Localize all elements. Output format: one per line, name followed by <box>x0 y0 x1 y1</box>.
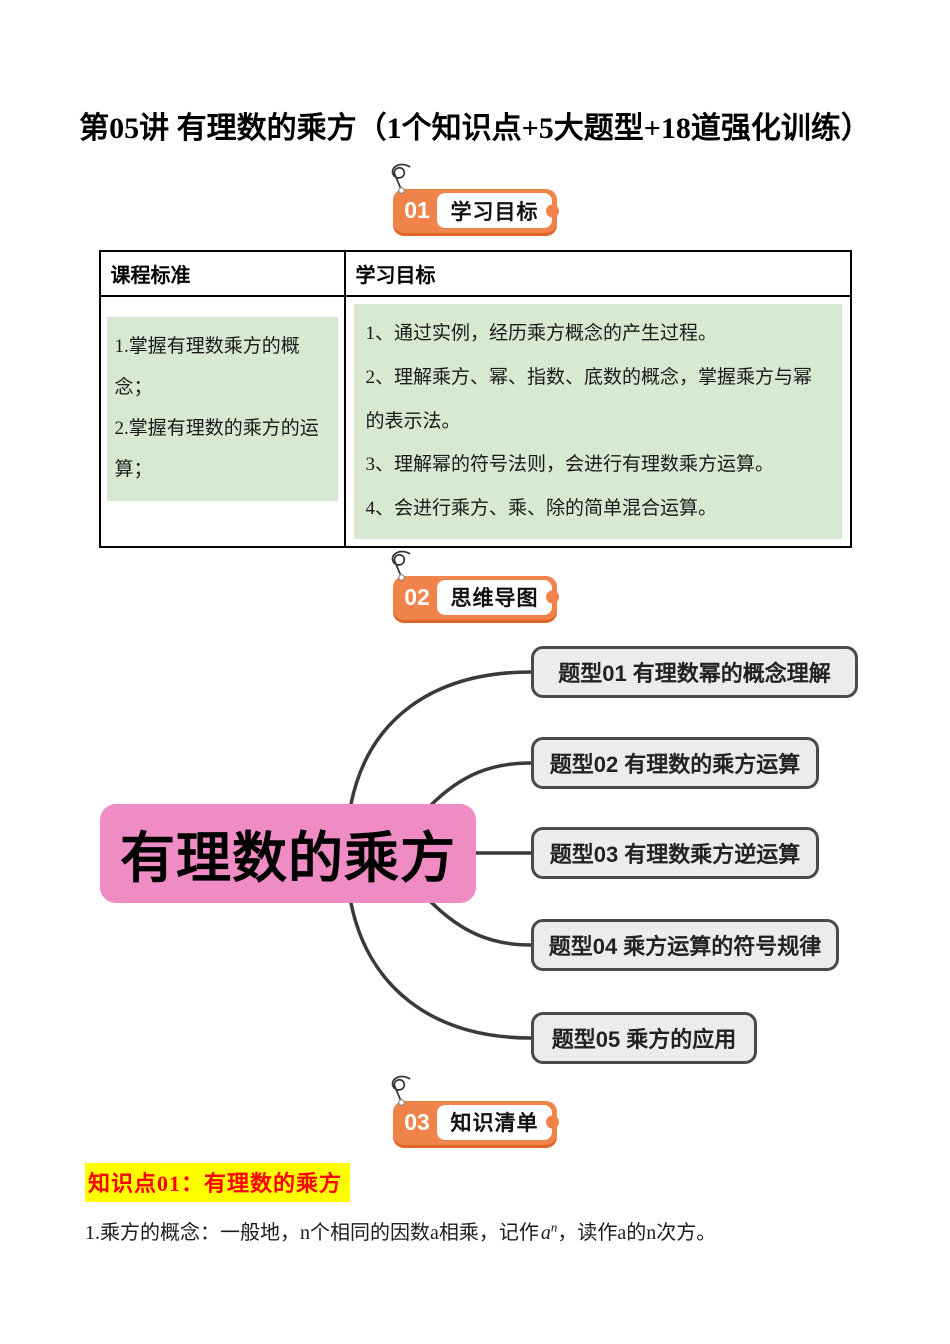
table-body-row: 1.掌握有理数乘方的概念； 2.掌握有理数的乘方的运算； 1、通过实例，经历乘方… <box>101 297 850 546</box>
power-base: a <box>540 1221 551 1244</box>
standard-item: 2.掌握有理数的乘方的运算； <box>114 418 319 480</box>
section-badge-01: 01 学习目标 <box>391 164 557 234</box>
pin-icon <box>385 550 417 584</box>
document-page: 第05讲 有理数的乘方（1个知识点+5大题型+18道强化训练） 01 学习目标 … <box>0 0 950 1245</box>
table-header-standards: 课程标准 <box>101 252 346 296</box>
table-header-goals: 学习目标 <box>355 265 436 288</box>
document-title: 第05讲 有理数的乘方（1个知识点+5大题型+18道强化训练） <box>79 112 871 145</box>
mindmap: 有理数的乘方 题型01 有理数幂的概念理解 题型02 有理数的乘方运算 题型03… <box>0 632 950 1077</box>
pin-icon <box>385 163 417 197</box>
goal-item: 1、通过实例，经历乘方概念的产生过程。 <box>365 323 718 345</box>
mindmap-branch-node: 题型03 有理数乘方逆运算 <box>531 826 819 879</box>
badge-number: 03 <box>404 1108 430 1135</box>
objectives-table: 课程标准 学习目标 1.掌握有理数乘方的概念； 2.掌握有理数的乘方的运算； 1… <box>98 250 852 548</box>
goal-item: 4、会进行乘方、乘、除的简单混合运算。 <box>365 498 718 520</box>
goal-item: 3、理解幂的符号法则，会进行有理数乘方运算。 <box>365 454 775 476</box>
mindmap-branch-node: 题型01 有理数幂的概念理解 <box>531 645 858 698</box>
concept-text-prefix: 1.乘方的概念：一般地，n个相同的因数a相乘，记作 <box>85 1221 539 1244</box>
knowledge-point-heading: 知识点01：有理数的乘方 <box>85 1162 351 1202</box>
badge: 02 思维导图 <box>393 575 557 620</box>
goal-item: 2、理解乘方、幂、指数、底数的概念，掌握乘方与幂的表示法。 <box>365 367 813 432</box>
goals-list: 1、通过实例，经历乘方概念的产生过程。 2、理解乘方、幂、指数、底数的概念，掌握… <box>353 304 842 539</box>
goals-cell: 1、通过实例，经历乘方概念的产生过程。 2、理解乘方、幂、指数、底数的概念，掌握… <box>346 297 850 545</box>
mindmap-branch-node: 题型04 乘方运算的符号规律 <box>531 918 839 971</box>
badge-label: 知识清单 <box>437 1104 552 1140</box>
section-badge-03: 03 知识清单 <box>391 1075 557 1145</box>
badge-label: 学习目标 <box>437 193 552 229</box>
concept-text-suffix: ，读作a的n次方。 <box>557 1221 717 1244</box>
badge-label: 思维导图 <box>437 579 552 615</box>
standard-item: 1.掌握有理数乘方的概念； <box>114 336 300 399</box>
standards-list: 1.掌握有理数乘方的概念； 2.掌握有理数的乘方的运算； <box>106 317 338 501</box>
power-exponent: n <box>550 1219 558 1235</box>
badge-number: 02 <box>404 583 430 610</box>
standards-cell: 1.掌握有理数乘方的概念； 2.掌握有理数的乘方的运算； <box>101 297 346 546</box>
badge: 03 知识清单 <box>393 1100 557 1145</box>
mindmap-connector-lines <box>349 670 533 1040</box>
pin-icon <box>385 1075 417 1109</box>
badge: 01 学习目标 <box>393 189 557 234</box>
badge-number: 01 <box>404 197 430 224</box>
table-header-row: 课程标准 学习目标 <box>100 252 850 298</box>
mindmap-center-node: 有理数的乘方 <box>100 803 476 903</box>
mindmap-branch-node: 题型05 乘方的应用 <box>531 1011 757 1064</box>
mindmap-branch-node: 题型02 有理数的乘方运算 <box>531 736 819 789</box>
section-badge-02: 02 思维导图 <box>391 550 557 620</box>
